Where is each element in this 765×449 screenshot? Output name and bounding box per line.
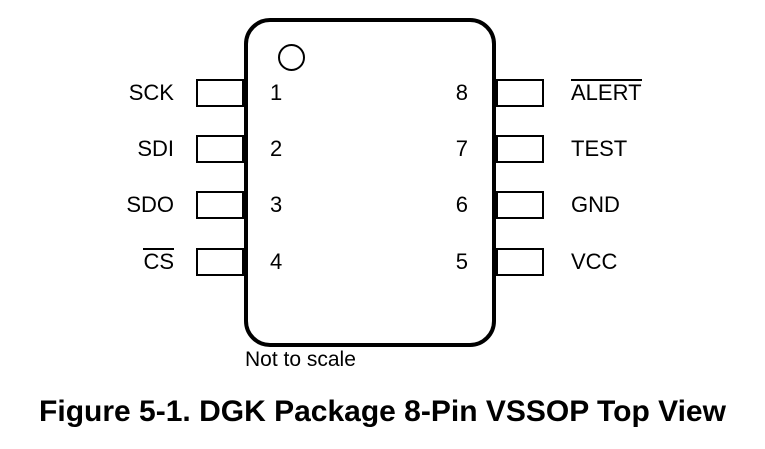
pin-label-cs: CS: [143, 248, 174, 274]
pin-7-number: 7: [455, 136, 468, 161]
pin1-indicator-icon: [278, 44, 305, 71]
pin-1-box: [196, 79, 244, 107]
pin-4-number: 4: [270, 249, 283, 274]
pin-8-number: 8: [455, 80, 468, 105]
pin-label-sdo: SDO: [126, 192, 174, 217]
pin-1-number: 1: [270, 80, 283, 105]
pin-5-box: [496, 248, 544, 276]
pin-6-box: [496, 191, 544, 219]
pin-2-number: 2: [270, 136, 283, 161]
figure-caption: Figure 5-1. DGK Package 8-Pin VSSOP Top …: [39, 395, 726, 428]
pin-label-sck: SCK: [128, 80, 174, 105]
pin-7-box: [496, 135, 544, 163]
pin-6-number: 6: [455, 192, 468, 217]
pin-4-box: [196, 248, 244, 276]
ic-package-body: [244, 18, 496, 347]
pin-2-box: [196, 135, 244, 163]
pin-3-number: 3: [270, 192, 283, 217]
pin-label-gnd: GND: [571, 192, 620, 217]
pin-label-test: TEST: [571, 136, 628, 161]
pin-8-box: [496, 79, 544, 107]
scale-note: Not to scale: [245, 348, 356, 371]
pin-5-number: 5: [455, 249, 468, 274]
pin-label-alert: ALERT: [571, 79, 642, 105]
pin-3-box: [196, 191, 244, 219]
pin-label-sdi: SDI: [137, 136, 174, 161]
pin-label-vcc: VCC: [571, 249, 618, 274]
